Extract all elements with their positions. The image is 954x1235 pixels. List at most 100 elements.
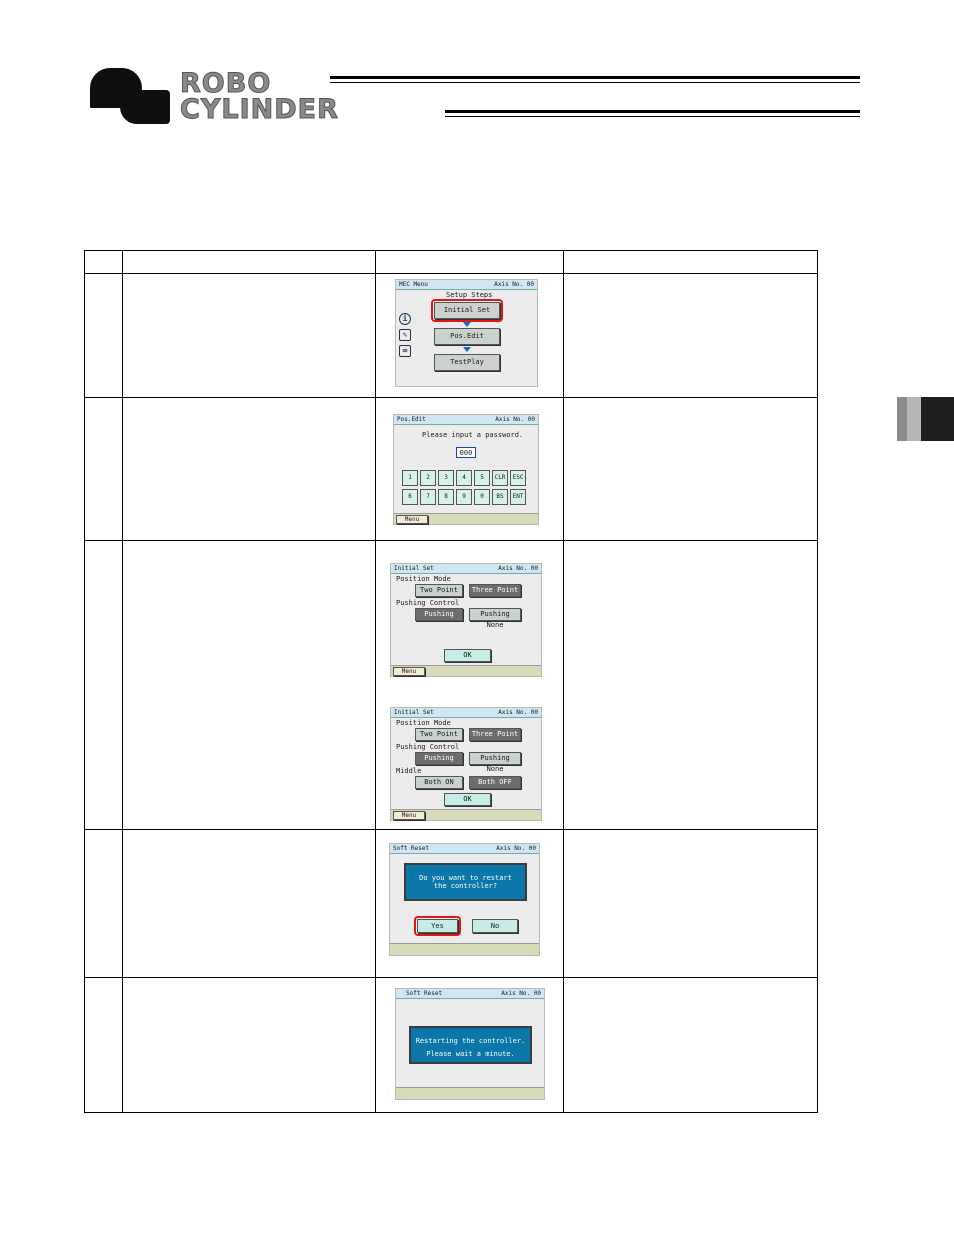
- screen-soft-reset-confirm: Soft Reset Axis No. 00 Do you want to re…: [389, 843, 540, 956]
- title-bar: Soft Reset Axis No. 00: [396, 989, 544, 999]
- header-rule-top-thin: [330, 82, 860, 83]
- keypad-key[interactable]: BS: [492, 489, 508, 505]
- row-divider-3: [85, 829, 817, 830]
- screen-title: Initial Set: [394, 709, 434, 716]
- menu-button[interactable]: Menu: [396, 515, 428, 524]
- keypad-key[interactable]: 3: [438, 470, 454, 486]
- screen-title: Pos.Edit: [397, 416, 426, 423]
- arrow-down-icon: [463, 322, 471, 327]
- position-mode-label: Position Mode: [396, 575, 451, 583]
- keypad-key[interactable]: 5: [474, 470, 490, 486]
- title-bar: Soft Reset Axis No. 00: [390, 844, 539, 854]
- chapter-tab-shade-light: [907, 397, 921, 441]
- axis-number: Axis No. 00: [501, 990, 541, 997]
- tools-icon[interactable]: ✎: [399, 329, 411, 341]
- three-point-button[interactable]: Three Point: [469, 584, 521, 597]
- keypad-key[interactable]: ENT: [510, 489, 526, 505]
- title-bar: MEC Menu Axis No. 00: [396, 280, 537, 290]
- restart-dialog: Do you want to restart the controller?: [404, 863, 527, 901]
- title-bar: Pos.Edit Axis No. 00: [394, 415, 538, 425]
- rc-logo-mark: [90, 68, 170, 124]
- ok-button[interactable]: OK: [444, 793, 491, 806]
- logo-text-robo: ROBO: [179, 68, 272, 100]
- ok-button[interactable]: OK: [444, 649, 491, 662]
- bottom-bar: [396, 1087, 544, 1099]
- screen-initial-set-middle: Initial Set Axis No. 00 Position Mode Tw…: [390, 707, 542, 821]
- menu-button[interactable]: Menu: [393, 811, 425, 820]
- col-divider-1: [122, 251, 123, 1112]
- axis-number: Axis No. 00: [495, 416, 535, 423]
- pushing-none-button[interactable]: Pushing None: [469, 608, 521, 629]
- screen-initial-set: Initial Set Axis No. 00 Position Mode Tw…: [390, 563, 542, 677]
- header-row-divider: [85, 273, 817, 274]
- title-bar: Initial Set Axis No. 00: [391, 708, 541, 718]
- screen-title: MEC Menu: [399, 281, 428, 288]
- keypad-key[interactable]: ESC: [510, 470, 526, 486]
- highlight-yes: [414, 916, 461, 936]
- three-point-button[interactable]: Three Point: [469, 728, 521, 741]
- position-mode-label: Position Mode: [396, 719, 451, 727]
- pushing-control-label: Pushing Control: [396, 743, 460, 751]
- pushing-button[interactable]: Pushing: [415, 608, 463, 621]
- axis-number: Axis No. 00: [494, 281, 534, 288]
- keypad-key[interactable]: 8: [438, 489, 454, 505]
- robo-cylinder-logo: ROBO CYLINDER: [90, 68, 440, 126]
- password-prompt: Please input a password.: [422, 431, 524, 439]
- screen-title: Soft Reset: [406, 990, 443, 997]
- setup-steps-heading: Setup Steps: [446, 291, 493, 299]
- go-icon[interactable]: ∞: [399, 345, 411, 357]
- keypad-key[interactable]: 1: [402, 470, 418, 486]
- two-point-button[interactable]: Two Point: [415, 584, 463, 597]
- axis-number: Axis No. 00: [498, 565, 538, 572]
- row-divider-1: [85, 397, 817, 398]
- restarting-dialog: Restarting the controller. Please wait a…: [409, 1026, 532, 1064]
- both-off-button[interactable]: Both OFF: [469, 776, 521, 789]
- keypad-key[interactable]: 2: [420, 470, 436, 486]
- pushing-button[interactable]: Pushing: [415, 752, 463, 765]
- initial-set-button[interactable]: Initial Set: [434, 302, 500, 319]
- yes-button[interactable]: Yes: [417, 919, 458, 933]
- dialog-line-1: Do you want to restart: [419, 874, 512, 882]
- col-divider-2: [375, 251, 376, 1112]
- logo-text-cylinder: CYLINDER: [180, 94, 339, 126]
- pushing-control-label: Pushing Control: [396, 599, 460, 607]
- keypad-key[interactable]: 6: [402, 489, 418, 505]
- dialog-line-1: Restarting the controller.: [415, 1037, 526, 1045]
- arrow-down-icon: [463, 347, 471, 352]
- screen-mec-menu: MEC Menu Axis No. 00 Setup Steps Initial…: [395, 279, 538, 387]
- chapter-tab: [921, 397, 954, 441]
- header-rule-top-thick: [330, 76, 860, 79]
- keypad-key[interactable]: 4: [456, 470, 472, 486]
- procedure-table: [84, 250, 818, 1113]
- row-divider-4: [85, 977, 817, 978]
- col-divider-3: [563, 251, 564, 1112]
- screen-title: Initial Set: [394, 565, 434, 572]
- menu-button[interactable]: Menu: [393, 667, 425, 676]
- info-icon[interactable]: i: [399, 313, 411, 325]
- pushing-none-button[interactable]: Pushing None: [469, 752, 521, 773]
- test-play-button[interactable]: TestPlay: [434, 354, 500, 371]
- two-point-button[interactable]: Two Point: [415, 728, 463, 741]
- header-rule-bottom-thick: [445, 110, 860, 113]
- keypad-key[interactable]: 0: [474, 489, 490, 505]
- keypad-key[interactable]: CLR: [492, 470, 508, 486]
- password-input[interactable]: 000: [456, 447, 476, 458]
- axis-number: Axis No. 00: [498, 709, 538, 716]
- header-rule-bottom-thin: [445, 116, 860, 117]
- no-button[interactable]: No: [472, 919, 518, 933]
- middle-label: Middle: [396, 767, 422, 775]
- screen-soft-reset-restarting: Soft Reset Axis No. 00 Restarting the co…: [395, 988, 545, 1100]
- keypad-key[interactable]: 9: [456, 489, 472, 505]
- bottom-bar: [394, 513, 538, 524]
- axis-number: Axis No. 00: [496, 845, 536, 852]
- title-bar: Initial Set Axis No. 00: [391, 564, 541, 574]
- bottom-bar: [391, 809, 541, 820]
- highlight-initial-set: [431, 299, 503, 322]
- screen-title: Soft Reset: [393, 845, 430, 852]
- bottom-bar: [390, 943, 539, 955]
- bottom-bar: [391, 665, 541, 676]
- row-divider-2: [85, 540, 817, 541]
- pos-edit-button[interactable]: Pos.Edit: [434, 328, 500, 345]
- keypad-key[interactable]: 7: [420, 489, 436, 505]
- both-on-button[interactable]: Both ON: [415, 776, 463, 789]
